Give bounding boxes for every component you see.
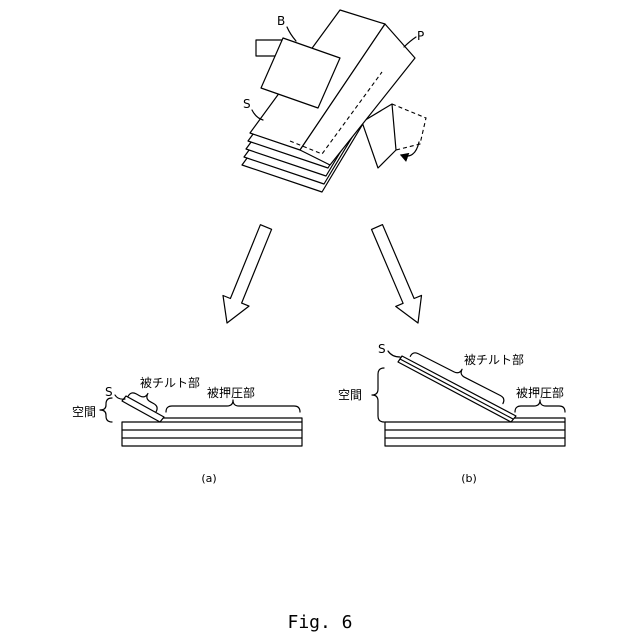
space-brace [372, 368, 384, 422]
top-perspective-drawing: B S P [242, 10, 426, 192]
figure-caption: Fig. 6 [287, 612, 352, 633]
label-b-leader [287, 27, 296, 41]
tilted-sheet-inner-line [400, 359, 513, 419]
rotation-arrow-icon [401, 142, 419, 156]
pressed-part-brace [515, 400, 565, 412]
label-p-leader [404, 37, 416, 47]
panel-a: S 被チルト部 被押圧部 空間 (a) [72, 375, 302, 485]
arrow-to-panel-a [223, 225, 272, 323]
panel-a-caption: (a) [201, 472, 216, 485]
tilted-sheet-portion [122, 396, 164, 422]
pressed-part-brace [166, 400, 300, 412]
label-s-leader [388, 351, 400, 357]
label-p: P [417, 29, 424, 43]
label-s: S [378, 342, 386, 356]
arrow-to-panel-b [372, 225, 422, 323]
tilted-part-label: 被チルト部 [140, 375, 200, 390]
space-label: 空間 [338, 388, 362, 402]
label-b: B [277, 14, 285, 28]
base-stack [385, 422, 565, 446]
pressed-part-label: 被押圧部 [207, 385, 255, 400]
panel-b: S 被チルト部 被押圧部 空間 (b) [338, 342, 565, 485]
base-stack [122, 422, 302, 446]
pressed-part-label: 被押圧部 [516, 385, 564, 400]
space-label: 空間 [72, 405, 96, 419]
rotating-plate-alt-position [392, 104, 426, 150]
tilted-part-label: 被チルト部 [464, 352, 524, 367]
label-s: S [105, 385, 113, 399]
label-s: S [243, 97, 251, 111]
panel-b-caption: (b) [461, 472, 477, 485]
space-brace [100, 398, 112, 422]
